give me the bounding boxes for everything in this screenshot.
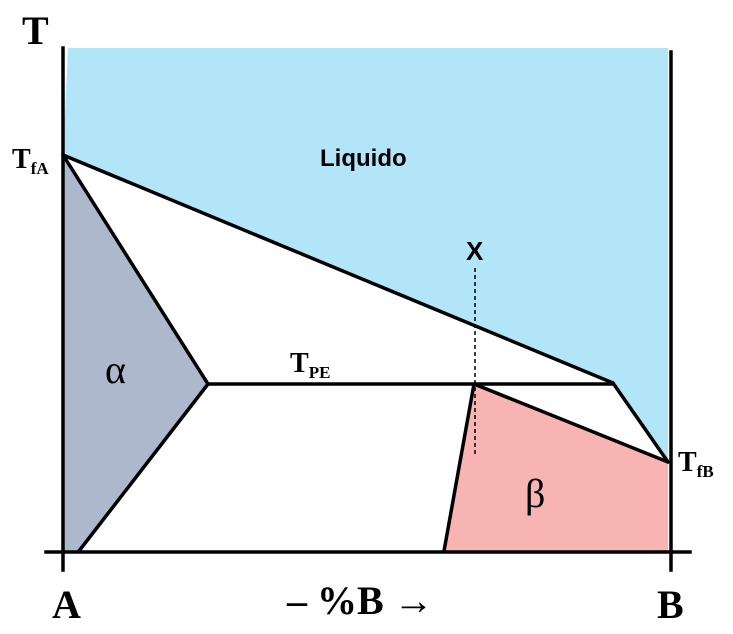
tfa-main: T bbox=[12, 144, 31, 175]
tfb-label: TfB bbox=[678, 447, 714, 481]
liquidus-line bbox=[61, 153, 615, 385]
beta-region bbox=[444, 384, 668, 551]
alpha-label: α bbox=[105, 347, 126, 392]
liquidus-right-segment bbox=[611, 381, 670, 464]
alpha-region bbox=[63, 155, 208, 551]
solidus-alpha-line bbox=[61, 153, 210, 386]
solidus-beta-line bbox=[472, 382, 670, 464]
solvus-beta-line bbox=[442, 382, 476, 553]
axes bbox=[44, 46, 692, 572]
tpe-main: T bbox=[290, 348, 309, 379]
tfb-main: T bbox=[678, 447, 697, 478]
tfa-sub: fA bbox=[31, 159, 50, 178]
composition-axis-label: – %B → bbox=[286, 578, 434, 623]
phase-boundaries bbox=[61, 153, 670, 553]
tpe-label: TPE bbox=[290, 348, 330, 382]
temperature-axis-label: T bbox=[22, 8, 49, 53]
component-a-label: A bbox=[52, 582, 81, 627]
tpe-sub: PE bbox=[309, 363, 331, 382]
beta-label: β bbox=[525, 471, 545, 516]
liquid-region bbox=[63, 48, 668, 462]
component-b-label: B bbox=[657, 582, 684, 627]
liquid-label: Liquido bbox=[320, 145, 407, 172]
tfb-sub: fB bbox=[697, 462, 714, 481]
composition-marker-label: X bbox=[466, 236, 484, 266]
solvus-alpha-line bbox=[77, 382, 210, 553]
tfa-label: TfA bbox=[12, 144, 49, 178]
